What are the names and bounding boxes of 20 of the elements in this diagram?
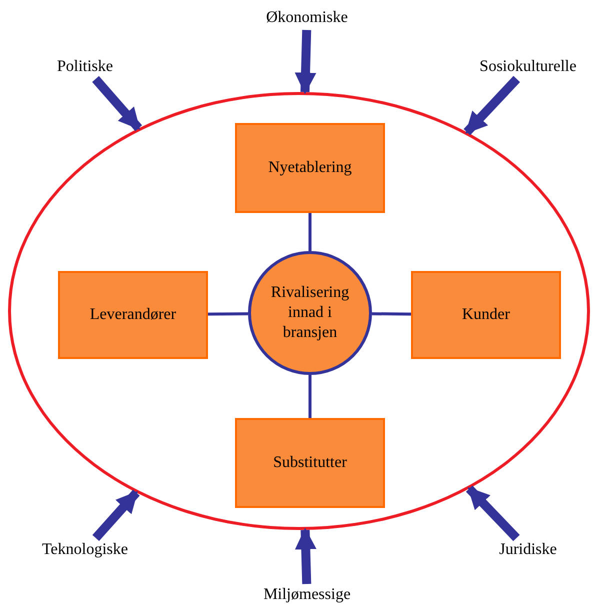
block-arrow <box>464 76 520 136</box>
block-arrow <box>466 486 520 542</box>
block-arrow <box>294 528 316 584</box>
force-box: Leverandører <box>58 271 208 359</box>
force-box: Kunder <box>411 271 561 359</box>
factor-label: Sosiokulturelle <box>463 55 593 79</box>
force-box: Nyetablering <box>235 123 385 213</box>
block-arrow <box>92 76 142 132</box>
connector-line <box>208 312 248 316</box>
factor-label: Juridiske <box>490 538 566 562</box>
factor-label: Miljømessige <box>250 584 364 606</box>
force-box: Substitutter <box>235 418 385 508</box>
connector-line <box>308 213 312 251</box>
factor-label: Økonomiske <box>252 6 362 30</box>
connector-line <box>372 312 412 316</box>
block-arrow <box>294 30 316 94</box>
block-arrow <box>92 490 140 541</box>
connector-line <box>308 375 312 418</box>
factor-label: Teknologiske <box>30 538 140 562</box>
factor-label: Politiske <box>40 55 130 79</box>
